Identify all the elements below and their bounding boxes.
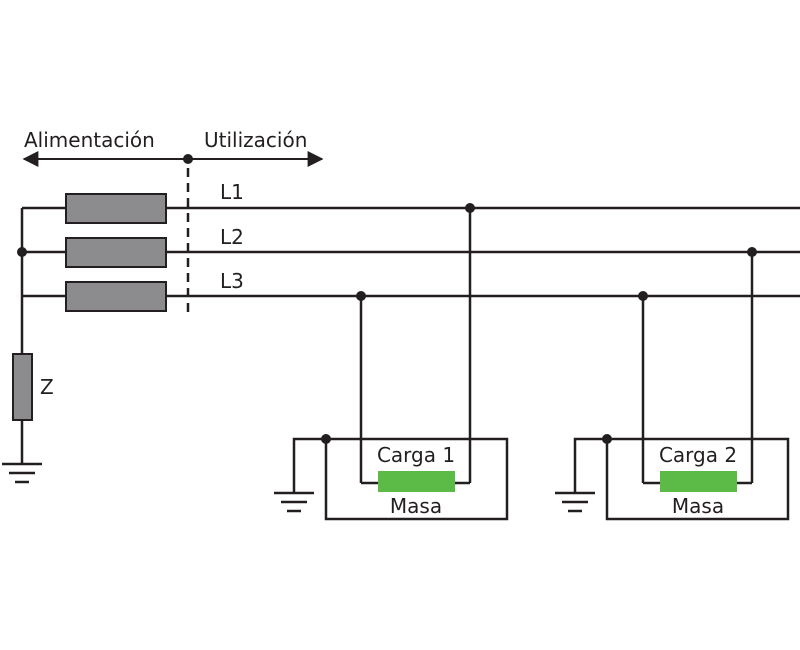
ground-icon (555, 491, 595, 513)
load-bar-2 (660, 471, 737, 492)
mass-ground-lead-2 (573, 437, 607, 493)
label-alimentacion: Alimentación (24, 128, 155, 152)
load-label-2: Carga 2 (659, 443, 737, 467)
resistor-l1 (65, 193, 167, 224)
ground-icon (274, 491, 314, 513)
mass-label-1: Masa (390, 494, 442, 518)
impedance-z (12, 353, 33, 421)
resistor-l3 (65, 281, 167, 312)
line-label-l2: L2 (220, 225, 244, 249)
load-bar-1 (378, 471, 455, 492)
impedance-label: Z (40, 375, 54, 399)
mass-box-1 (324, 437, 509, 521)
line-label-l3: L3 (220, 269, 244, 293)
mass-ground-lead-1 (292, 437, 326, 493)
load-label-1: Carga 1 (377, 443, 455, 467)
resistor-l2 (65, 237, 167, 268)
boundary-node (183, 154, 193, 164)
label-utilizacion: Utilización (204, 128, 307, 152)
ground-icon (2, 462, 42, 484)
bus-node (17, 247, 27, 257)
mass-label-2: Masa (672, 494, 724, 518)
mass-box-2 (605, 437, 790, 521)
line-label-l1: L1 (220, 180, 244, 204)
